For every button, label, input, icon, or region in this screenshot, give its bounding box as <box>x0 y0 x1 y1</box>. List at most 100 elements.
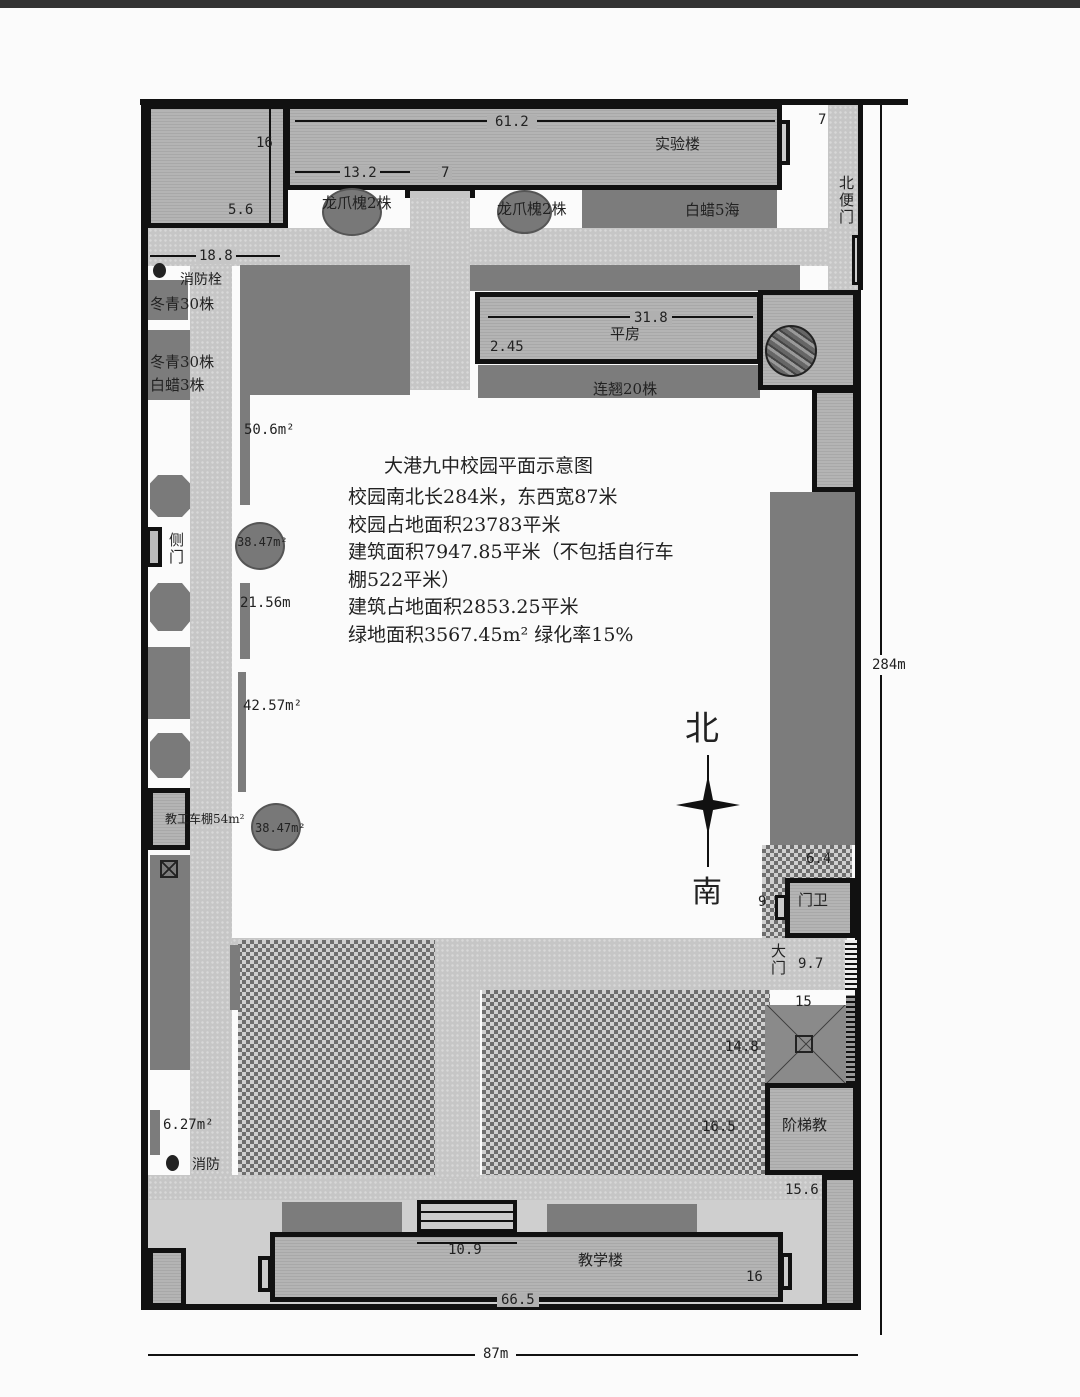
main-gate[interactable] <box>845 940 857 990</box>
southeast-building <box>822 1175 858 1308</box>
dim-width-87m: 87m <box>475 1347 517 1361</box>
green-strip-1 <box>240 395 250 505</box>
dim-66-5: 66.5 <box>497 1293 539 1307</box>
green-strip-4 <box>230 945 240 1010</box>
dim-16-teaching: 16 <box>746 1269 763 1285</box>
dim-18-8: 18.8 <box>196 249 236 263</box>
hydrant-north <box>153 263 166 278</box>
holly-label-2: 冬青30株 <box>150 353 215 371</box>
info-line-3: 建筑面积7947.85平米（不包括自行车 <box>348 541 674 563</box>
south-green-west <box>282 1202 402 1234</box>
teaching-building-label: 教学楼 <box>578 1251 624 1269</box>
info-line-6: 绿地面积3567.45m² 绿化率15% <box>348 624 634 646</box>
area-label-6: 6.27m² <box>163 1117 214 1133</box>
compass-star-icon <box>676 755 740 867</box>
hydrant-south <box>166 1155 179 1171</box>
holly-bed-1 <box>148 280 188 320</box>
lecture-hall <box>765 1083 858 1175</box>
octagon-bed-2 <box>150 583 190 631</box>
info-line-4: 棚522平米） <box>348 569 461 591</box>
boundary-top <box>140 99 908 105</box>
green-strip-2 <box>240 583 250 659</box>
dim-9: 9 <box>758 894 767 910</box>
gate-plaza <box>762 845 852 880</box>
dim-6-4: 6.4 <box>806 851 832 867</box>
tree-circle-west <box>322 188 382 236</box>
bike-shed-label: 教工车棚54m² <box>165 812 245 826</box>
circle-bed-1 <box>235 522 285 570</box>
scan-edge <box>0 0 1080 8</box>
dim-line-31-8 <box>488 316 753 318</box>
dim-lab-length: 61.2 <box>487 115 537 129</box>
north-gate[interactable] <box>852 235 860 285</box>
west-box-crossed <box>160 860 178 878</box>
main-gate-label: 大门 <box>769 943 787 977</box>
west-bed <box>148 647 190 719</box>
stage <box>417 1200 517 1235</box>
octagon-bed-1 <box>150 475 190 517</box>
center-north-path <box>410 190 470 390</box>
west-long-bed <box>150 855 190 1070</box>
dim-lab-width: 16 <box>256 135 273 151</box>
boundary-left <box>141 100 148 1310</box>
gatehouse <box>785 878 855 938</box>
dim-5-6: 5.6 <box>228 202 254 218</box>
east-building-north <box>812 388 858 492</box>
forsythia-planting <box>478 365 760 398</box>
dim-9-7: 9.7 <box>798 956 824 972</box>
north-gate-label: 北便门 <box>837 175 855 226</box>
area-label-4: 42.57m² <box>243 698 303 714</box>
gatehouse-label: 门卫 <box>798 891 829 909</box>
dim-15-6: 15.6 <box>785 1182 819 1198</box>
map-title: 大港九中校园平面示意图 <box>384 455 594 477</box>
dim-7-northgate: 7 <box>818 112 827 128</box>
dim-13-2: 13.2 <box>340 166 380 180</box>
holly-bed-2 <box>148 330 190 400</box>
dim-2-45: 2.45 <box>490 339 524 355</box>
northwest-building <box>146 104 288 228</box>
dim-7-lab: 7 <box>438 166 453 180</box>
tree-label-west: 龙爪槐2株 <box>322 194 392 212</box>
dim-10-9: 10.9 <box>448 1242 482 1258</box>
forsythia-label: 连翘20株 <box>593 380 658 398</box>
ash-label: 白蜡5海 <box>685 201 740 219</box>
south-green-east <box>547 1204 697 1234</box>
southwest-building <box>148 1248 186 1308</box>
west-road <box>190 265 232 1205</box>
info-line-1: 校园南北长284米，东西宽87米 <box>348 486 618 508</box>
side-gate-label: 侧门 <box>167 532 185 566</box>
tree-label-east: 龙爪槐2株 <box>497 200 567 218</box>
dim-15: 15 <box>795 994 812 1010</box>
bungalow-label: 平房 <box>610 325 641 343</box>
side-gate[interactable] <box>146 527 162 567</box>
tree-circle-east <box>497 190 552 234</box>
lab-building-label: 实验楼 <box>655 135 701 153</box>
lab-entrance <box>405 186 475 198</box>
teaching-door-west <box>258 1256 272 1292</box>
dim-line-284m <box>880 105 882 1335</box>
pavilion <box>765 1005 847 1083</box>
north-gate-path <box>828 105 858 290</box>
east-green-strip <box>770 492 855 845</box>
dim-14-8: 14.8 <box>725 1039 759 1055</box>
circle-bed-2 <box>251 803 301 851</box>
east-stairs <box>846 995 855 1083</box>
gatehouse-door <box>775 895 787 920</box>
teaching-door-east <box>780 1253 792 1290</box>
ash-planting <box>582 190 777 228</box>
green-strip-northeast <box>470 265 800 291</box>
boundary-bottom <box>141 1304 861 1310</box>
info-line-5: 建筑占地面积2853.25平米 <box>348 596 579 618</box>
boundary-right <box>855 290 861 1310</box>
west-small-bed <box>150 1110 160 1155</box>
dim-31-8: 31.8 <box>630 311 672 325</box>
lecture-hall-label: 阶梯教 <box>782 1116 828 1134</box>
holly-label-1: 冬青30株 <box>150 295 215 313</box>
boundary-right-north <box>858 100 863 290</box>
bike-shed <box>148 788 190 850</box>
hydrant-north-label: 消防栓 <box>180 272 222 288</box>
dim-line-10-9 <box>417 1242 517 1244</box>
dim-length-284m: 284m <box>872 655 906 675</box>
octagon-bed-3 <box>150 733 190 778</box>
dim-16-5: 16.5 <box>702 1119 736 1135</box>
